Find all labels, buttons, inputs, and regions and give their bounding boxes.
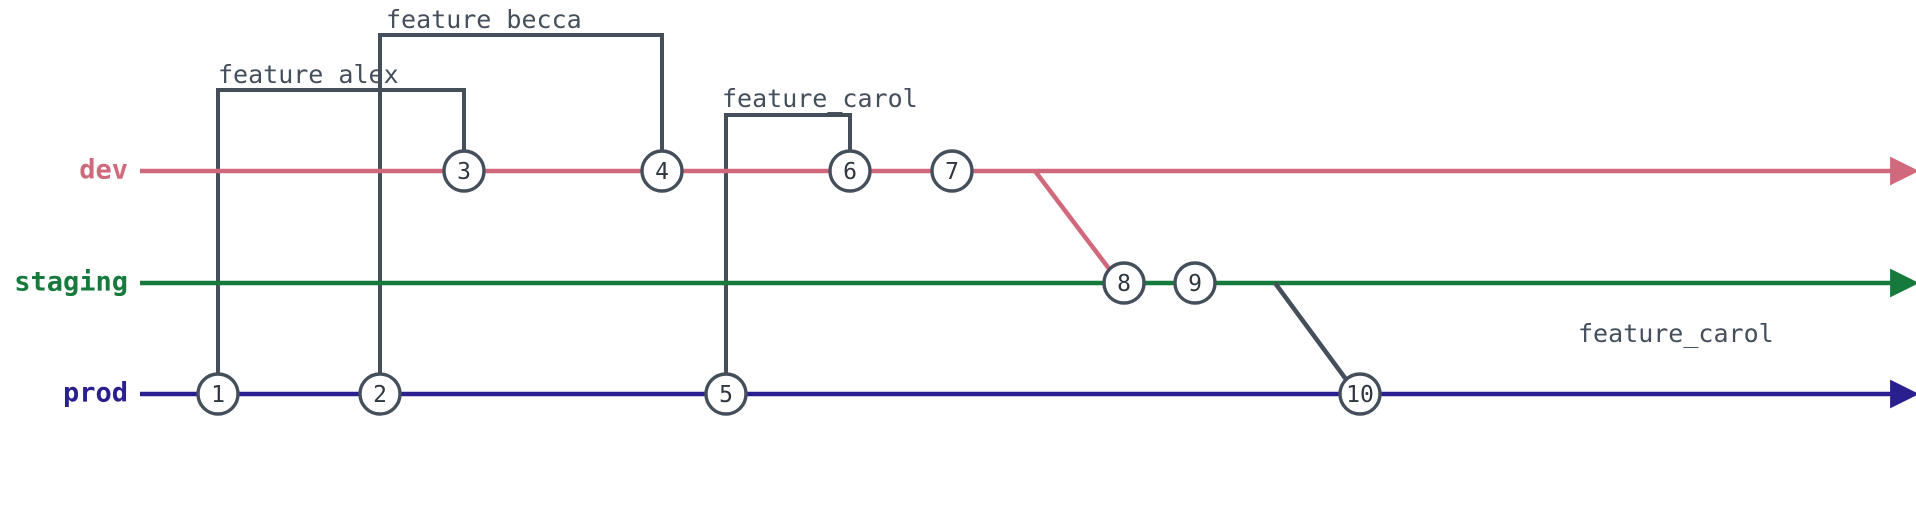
commit-circle-2[interactable] — [358, 372, 402, 416]
commit-circle-8[interactable] — [1102, 261, 1146, 305]
commit-node-7[interactable]: 7 — [930, 149, 974, 193]
commit-label-2: 2 — [373, 382, 387, 408]
branch-label-prod: prod — [63, 378, 128, 409]
feature-branch-path-feature_becca — [378, 33, 664, 394]
commit-node-10[interactable]: 10 — [1338, 372, 1382, 416]
feature-branch-label-feature_carol: feature_carol — [722, 84, 918, 113]
merge-lines — [1033, 169, 1350, 384]
feature-branch-labels: feature_alexfeature_beccafeature_carolfe… — [218, 5, 1774, 348]
commit-circle-6[interactable] — [828, 149, 872, 193]
commit-node-2[interactable]: 2 — [358, 372, 402, 416]
branch-label-dev: dev — [79, 155, 128, 186]
feature-branch-label-feature_becca: feature_becca — [386, 5, 582, 34]
commit-circle-3[interactable] — [442, 149, 486, 193]
commit-label-4: 4 — [655, 159, 669, 185]
commit-label-7: 7 — [945, 159, 959, 185]
commit-circle-1[interactable] — [196, 372, 240, 416]
commit-circle-10[interactable] — [1338, 372, 1382, 416]
commit-label-1: 1 — [211, 382, 225, 408]
commit-node-3[interactable]: 3 — [442, 149, 486, 193]
commit-circle-9[interactable] — [1173, 261, 1217, 305]
commit-node-4[interactable]: 4 — [640, 149, 684, 193]
commit-circle-7[interactable] — [930, 149, 974, 193]
commit-label-3: 3 — [457, 159, 471, 185]
merge-line-dev-to-staging — [1033, 169, 1112, 272]
commit-node-1[interactable]: 1 — [196, 372, 240, 416]
commit-label-9: 9 — [1188, 271, 1202, 297]
commit-label-10: 10 — [1346, 382, 1374, 408]
feature-branch-label-feature_alex: feature_alex — [218, 60, 399, 89]
commit-nodes: 1 2 3 4 5 6 7 8 9 10 — [196, 149, 1382, 416]
commit-node-6[interactable]: 6 — [828, 149, 872, 193]
commit-node-8[interactable]: 8 — [1102, 261, 1146, 305]
merge-label-staging-to-prod: feature_carol — [1578, 319, 1774, 348]
commit-node-5[interactable]: 5 — [704, 372, 748, 416]
feature-branch-paths — [216, 33, 852, 394]
branch-label-staging: staging — [14, 267, 128, 298]
branch-lane-lines — [140, 156, 1916, 409]
commit-label-5: 5 — [719, 382, 733, 408]
commit-label-8: 8 — [1117, 271, 1131, 297]
branch-labels: dev staging prod — [14, 155, 128, 409]
feature-branch-path-feature_alex — [216, 88, 466, 394]
commit-node-9[interactable]: 9 — [1173, 261, 1217, 305]
commit-label-6: 6 — [843, 159, 857, 185]
feature-branch-path-feature_carol — [724, 113, 852, 394]
commit-circle-5[interactable] — [704, 372, 748, 416]
merge-line-staging-to-prod — [1273, 281, 1350, 384]
commit-circle-4[interactable] — [640, 149, 684, 193]
